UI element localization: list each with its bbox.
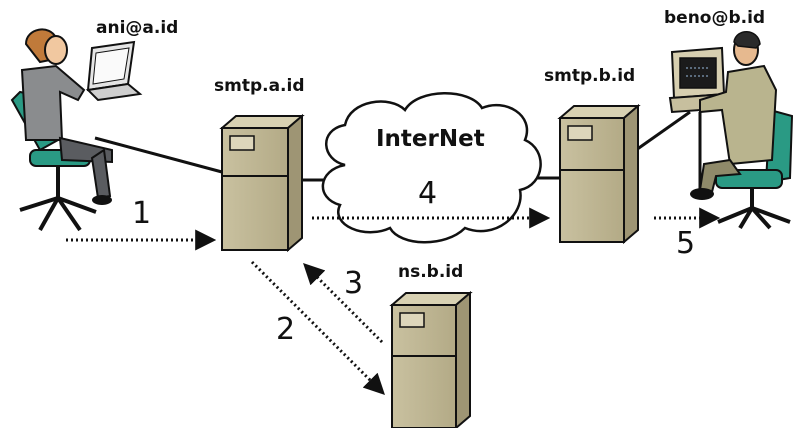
sender-person-illustration — [10, 28, 143, 232]
arrow-step-2 — [250, 260, 385, 395]
ns-b-label: ns.b.id — [398, 262, 464, 282]
step-5-label: 5 — [676, 226, 696, 261]
receiver-email-label: beno@b.id — [664, 8, 766, 28]
smtp-b-label: smtp.b.id — [544, 66, 636, 86]
sender-email-label: ani@a.id — [96, 18, 179, 38]
smtp-a-label: smtp.a.id — [214, 76, 305, 96]
flow-arrows — [66, 207, 721, 395]
server-smtp-a — [219, 113, 305, 253]
step-1-label: 1 — [132, 196, 152, 231]
link-smtp-b-to-beno — [635, 110, 691, 152]
step-3-label: 3 — [344, 266, 364, 301]
step-4-label: 4 — [418, 176, 438, 211]
internet-cloud — [321, 92, 542, 244]
server-smtp-b — [557, 103, 641, 245]
step-2-label: 2 — [276, 312, 296, 347]
server-ns-b — [389, 290, 473, 431]
link-ani-to-smtp-a — [94, 136, 223, 174]
internet-cloud-label: InterNet — [376, 126, 485, 152]
receiver-person-illustration — [668, 31, 794, 230]
